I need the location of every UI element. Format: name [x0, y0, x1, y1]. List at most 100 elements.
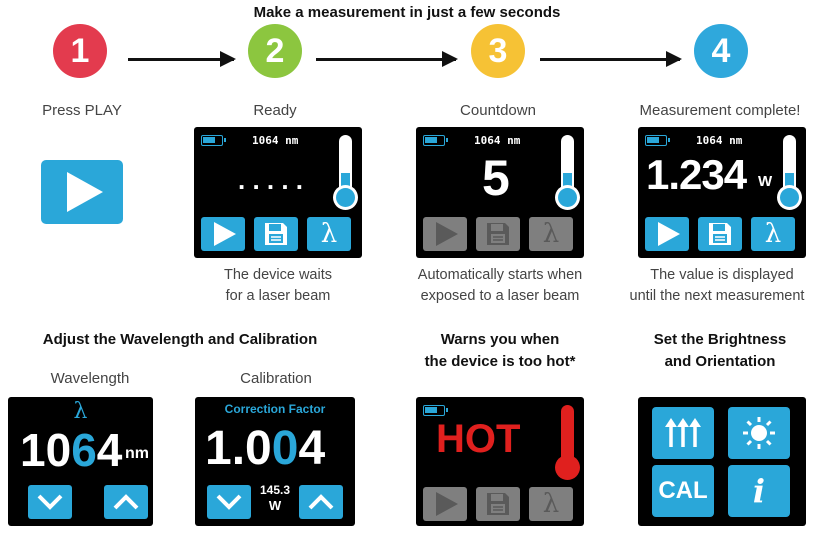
play-icon [436, 222, 458, 246]
screen-ready: 1064 nm . . . . . λ [194, 127, 362, 258]
wavelength-button[interactable]: λ [307, 217, 351, 251]
step-1-label: Press PLAY [42, 102, 122, 119]
play-button[interactable] [423, 487, 467, 521]
arrow-1-to-2 [128, 51, 236, 67]
floppy-disk-icon [487, 493, 509, 515]
digit-selected[interactable]: 0 [271, 422, 299, 475]
battery-icon [423, 135, 448, 146]
countdown-value: 5 [482, 150, 510, 206]
step-1-badge: 1 [53, 24, 107, 78]
battery-icon [645, 135, 670, 146]
screen-countdown: 1064 nm 5 λ [416, 127, 584, 258]
page-title: Make a measurement in just a few seconds [253, 4, 561, 21]
step-2-desc-line1: The device waits [224, 267, 332, 283]
wavelength-caption: Wavelength [50, 370, 130, 387]
calibration-digits: 1 . 0 0 4 [205, 425, 325, 473]
measurement-unit: W [758, 173, 773, 190]
decrement-button[interactable] [28, 485, 72, 519]
wavelength-readout: 1064 nm [696, 134, 743, 147]
ready-dots: . . . . . [238, 165, 304, 195]
hot-warning-text: HOT [436, 417, 521, 461]
power-unit: W [268, 498, 282, 513]
lambda-icon: λ [320, 219, 338, 249]
wavelength-readout: 1064 nm [252, 134, 299, 147]
floppy-disk-icon [487, 223, 509, 245]
orientation-button[interactable] [652, 407, 714, 459]
step-3-badge: 3 [471, 24, 525, 78]
save-button[interactable] [476, 487, 520, 521]
chevron-up-icon [308, 494, 334, 510]
decrement-button[interactable] [207, 485, 251, 519]
digit: 1 [205, 422, 232, 475]
hot-section-title-line1: Warns you when [440, 331, 560, 348]
lambda-icon: λ [764, 219, 782, 249]
digit: 4 [96, 424, 123, 476]
decimal-point: . [231, 422, 246, 475]
step-3-desc-line2: exposed to a laser beam [420, 288, 580, 304]
step-4-label: Measurement complete! [639, 102, 801, 119]
digit: 0 [45, 424, 72, 476]
hot-section-title-line2: the device is too hot* [424, 353, 576, 370]
step-2-badge: 2 [248, 24, 302, 78]
lambda-icon: λ [73, 399, 88, 424]
screen-complete: 1064 nm 1.234 W λ [638, 127, 806, 258]
screen-wavelength: λ 1 0 6 4 nm [8, 397, 153, 526]
play-icon [658, 222, 680, 246]
screen-hot: HOT λ [416, 397, 584, 526]
step-4-badge: 4 [694, 24, 748, 78]
floppy-disk-icon [709, 223, 731, 245]
save-button[interactable] [698, 217, 742, 251]
lambda-icon: λ [542, 219, 560, 249]
step-2-label: Ready [253, 102, 297, 119]
increment-button[interactable] [104, 485, 148, 519]
calibration-caption: Calibration [240, 370, 312, 387]
play-button[interactable] [423, 217, 467, 251]
save-button[interactable] [254, 217, 298, 251]
battery-icon [423, 405, 448, 416]
info-button[interactable]: i [728, 465, 790, 517]
measurement-value: 1.234 [646, 151, 747, 198]
step-3-label: Countdown [460, 102, 536, 119]
wavelength-button[interactable]: λ [529, 487, 573, 521]
screen-settings: CAL i [638, 397, 806, 526]
step-4-desc-line2: until the next measurement [629, 288, 805, 304]
arrow-3-to-4 [540, 51, 682, 67]
play-icon [214, 222, 236, 246]
floppy-disk-icon [265, 223, 287, 245]
wavelength-unit: nm [125, 445, 149, 462]
wavelength-digits: 1 0 6 4 [20, 427, 122, 473]
digit: 4 [298, 422, 326, 475]
step-3-desc-line1: Automatically starts when [417, 267, 583, 283]
wavelength-readout: 1064 nm [474, 134, 521, 147]
screen-calibration: Correction Factor 1 . 0 0 4 145.3 W [195, 397, 355, 526]
settings-section-title-line1: Set the Brightness [653, 331, 787, 348]
adjust-section-title: Adjust the Wavelength and Calibration [42, 331, 318, 348]
wavelength-button[interactable]: λ [529, 217, 573, 251]
brightness-button[interactable] [728, 407, 790, 459]
digit: 0 [245, 422, 272, 475]
save-button[interactable] [476, 217, 520, 251]
play-icon [436, 492, 458, 516]
chevron-down-icon [216, 494, 242, 510]
play-button[interactable] [201, 217, 245, 251]
power-value: 145.3 [259, 483, 291, 497]
play-button[interactable] [41, 160, 123, 224]
step-2-desc-line2: for a laser beam [225, 288, 331, 304]
lambda-icon: λ [542, 489, 560, 519]
play-icon [67, 172, 103, 212]
orientation-arrows-icon [665, 418, 701, 447]
wavelength-button[interactable]: λ [751, 217, 795, 251]
arrow-2-to-3 [316, 51, 458, 67]
step-4-desc-line1: The value is displayed [650, 267, 794, 283]
chevron-up-icon [113, 494, 139, 510]
digit: 1 [20, 424, 46, 476]
sun-icon [743, 417, 775, 449]
increment-button[interactable] [299, 485, 343, 519]
play-button[interactable] [645, 217, 689, 251]
correction-factor-label: Correction Factor [224, 402, 326, 416]
calibration-button[interactable]: CAL [652, 465, 714, 517]
battery-icon [201, 135, 226, 146]
chevron-down-icon [37, 494, 63, 510]
digit-selected[interactable]: 6 [71, 424, 97, 476]
settings-section-title-line2: and Orientation [664, 353, 776, 370]
